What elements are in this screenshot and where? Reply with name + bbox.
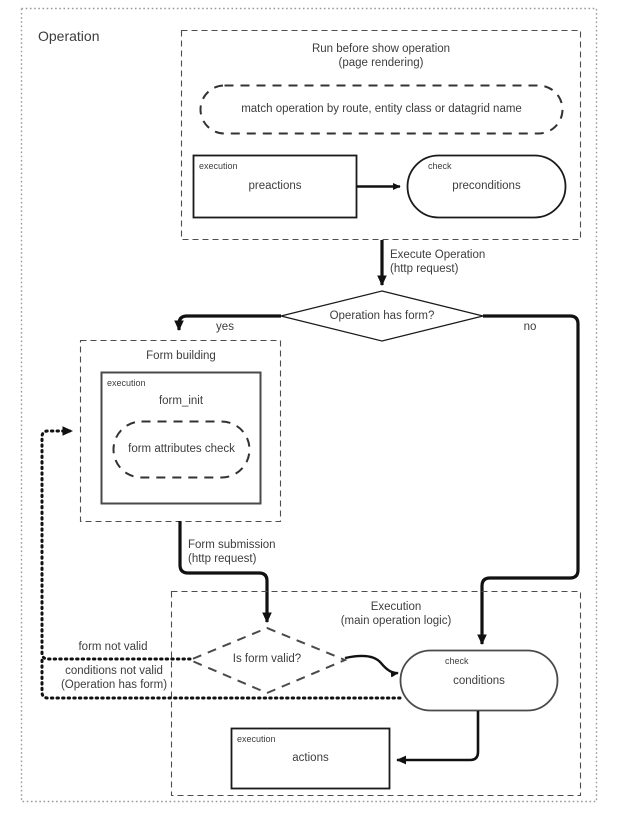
edge-conditions-not-valid: [40, 658, 402, 700]
edge-conditions-to-actions: [396, 711, 480, 765]
execution-group: [170, 590, 582, 797]
edge-yes-to-form-building: [174, 314, 281, 331]
edge-form-valid-to-conditions: [344, 654, 399, 678]
is-form-valid-decision: [187, 626, 348, 695]
prerun-group: [180, 29, 582, 241]
conditions-node: [399, 649, 559, 712]
operation-container: [20, 7, 598, 803]
edge-no-to-conditions: [477, 314, 580, 645]
preconditions-node: [406, 154, 567, 219]
preactions-node: [192, 154, 358, 219]
form-attributes-check-node: [112, 420, 251, 479]
actions-node: [230, 727, 391, 790]
form-init-node: [100, 371, 262, 505]
has-form-decision: [280, 290, 484, 342]
edge-form-not-valid: [40, 426, 192, 661]
match-operation-node: [199, 84, 564, 135]
edge-form-submission: [178, 521, 272, 623]
